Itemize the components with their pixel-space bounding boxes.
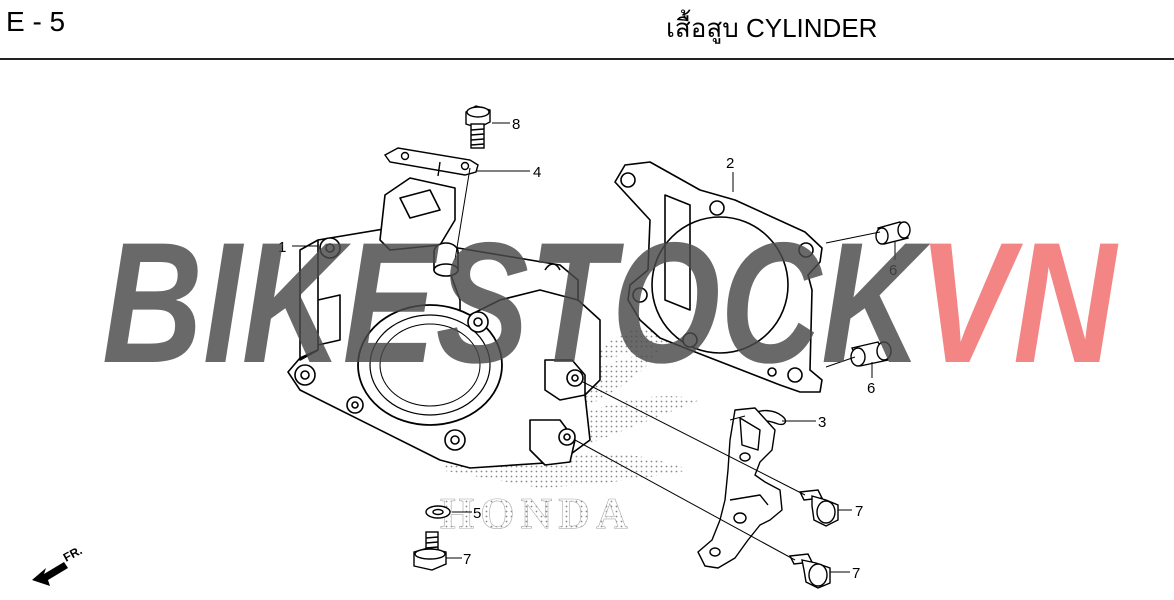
tensioner-bracket-part <box>697 407 783 569</box>
front-label: FR. <box>61 543 85 564</box>
bolt-7-bottom-left-part <box>413 531 447 571</box>
page-code: E - 5 <box>6 6 66 37</box>
page-header: E - 5 เสื้อสูบ CYLINDER <box>0 0 1174 60</box>
callout-2: 2 <box>726 155 734 172</box>
bracket-4-part <box>383 147 479 177</box>
watermark: BIKESTOCK VN <box>102 207 1119 399</box>
washer-5-part <box>425 505 451 519</box>
callout-8: 8 <box>512 116 520 133</box>
bolt-8-part <box>465 105 491 149</box>
callout-4: 4 <box>533 164 541 181</box>
page-title: เสื้อสูบ CYLINDER <box>666 13 878 43</box>
callout-3: 3 <box>818 414 826 431</box>
leader-lines <box>292 122 896 573</box>
callout-6-lower: 6 <box>867 380 875 397</box>
cylinder-part <box>287 177 601 469</box>
watermark-dark-text: BIKESTOCK <box>102 207 931 399</box>
callout-7-right-lower: 7 <box>852 565 860 582</box>
callout-5: 5 <box>473 505 481 522</box>
honda-wordmark: HONDA <box>440 489 634 538</box>
dowel-pin-6-lower-part <box>850 341 892 367</box>
svg-text:BIKESTOCK: BIKESTOCK <box>102 207 931 399</box>
bolt-7-right-upper-part <box>798 489 839 527</box>
callout-7-right-upper: 7 <box>855 503 863 520</box>
callout-7-bottom-left: 7 <box>463 551 471 568</box>
bolt-7-right-lower-part <box>788 553 831 589</box>
front-direction-indicator: FR. <box>32 543 84 586</box>
callout-6-upper: 6 <box>889 262 897 279</box>
watermark-red-text: VN <box>918 207 1119 399</box>
front-arrow-icon <box>32 562 68 586</box>
svg-text:VN: VN <box>918 207 1119 399</box>
parts-diagram: HONDA <box>32 105 1119 589</box>
callout-labels: 1 2 3 4 5 6 6 7 7 7 8 <box>278 116 897 582</box>
callout-1: 1 <box>278 239 286 256</box>
gasket-2-part <box>614 161 823 393</box>
